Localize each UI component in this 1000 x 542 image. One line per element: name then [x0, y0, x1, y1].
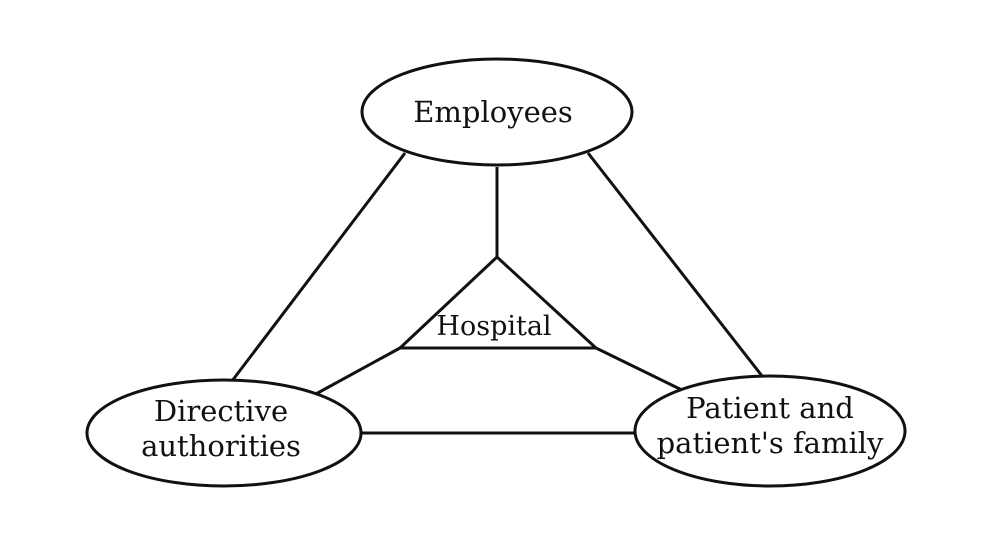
patient-family-label-line-1: Patient and	[686, 391, 854, 425]
employees-ellipse	[360, 57, 634, 167]
patient-family-node: Patient and patient's family	[633, 374, 907, 488]
patient-family-label-line-2: patient's family	[657, 426, 884, 460]
directive-authorities-label-line-1: Directive	[154, 394, 288, 428]
hospital-triangle	[396, 254, 600, 350]
hospital-label: Hospital	[436, 311, 551, 342]
edge-hospital-patient-family	[595, 346, 687, 394]
employees-node: Employees	[360, 57, 634, 167]
edge-employees-directive-authorities	[230, 152, 407, 382]
directive-authorities-node: Directive authorities	[85, 378, 363, 488]
edge-hospital-directive-authorities	[313, 346, 401, 397]
patient-family-ellipse	[633, 374, 907, 488]
edge-employees-patient-family	[586, 152, 768, 382]
directive-authorities-ellipse	[85, 378, 363, 488]
employees-label: Employees	[413, 95, 573, 129]
directive-authorities-label-line-2: authorities	[141, 429, 301, 463]
